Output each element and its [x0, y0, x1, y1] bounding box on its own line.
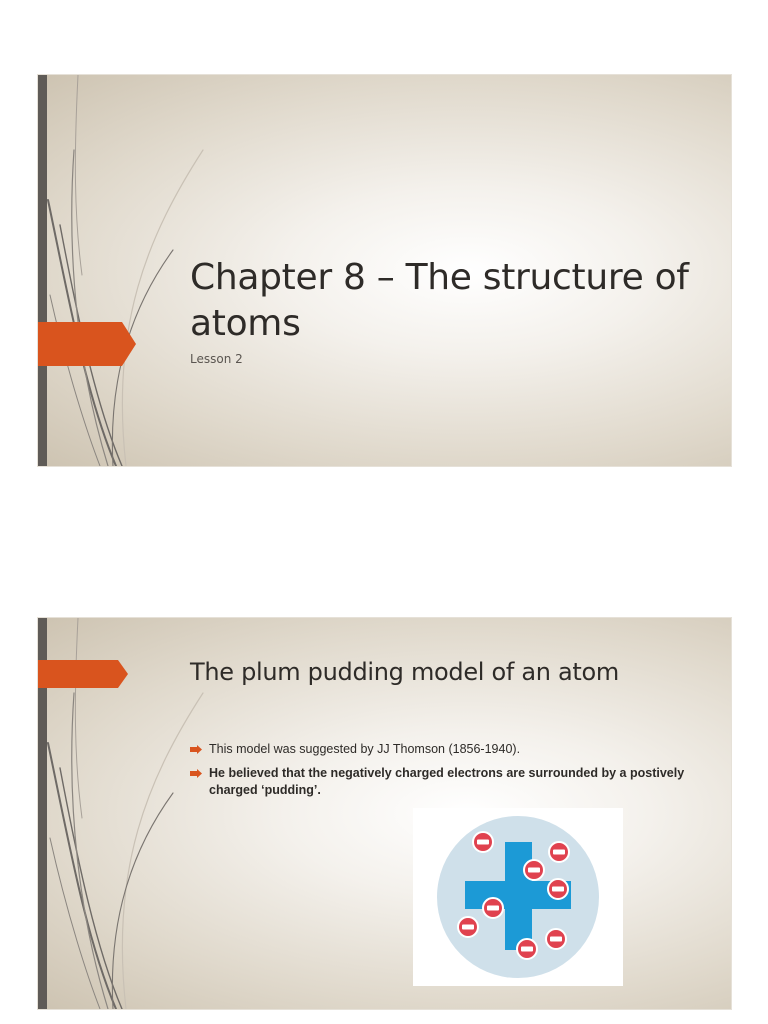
- plum-pudding-diagram: [413, 808, 623, 986]
- electron-minus-icon: [472, 831, 494, 853]
- bullet-text: He believed that the negatively charged …: [209, 766, 685, 797]
- slide-side-bar: [38, 618, 47, 1009]
- electron-minus-icon: [516, 938, 538, 960]
- electron-minus-icon: [523, 859, 545, 881]
- slide-subtitle: Lesson 2: [190, 352, 243, 366]
- bullet-list: This model was suggested by JJ Thomson (…: [190, 741, 710, 806]
- bullet-text: This model was suggested by JJ Thomson (…: [209, 742, 521, 756]
- electron-minus-icon: [547, 878, 569, 900]
- accent-arrow-tab: [38, 322, 136, 366]
- arrow-bullet-icon: [190, 769, 202, 778]
- slide-title: Chapter 8 – The structure of atoms: [190, 257, 689, 344]
- content-slide: The plum pudding model of an atom This m…: [38, 618, 731, 1009]
- title-slide: Chapter 8 – The structure of atoms Lesso…: [38, 75, 731, 466]
- arrow-bullet-icon: [190, 745, 202, 754]
- electron-minus-icon: [482, 897, 504, 919]
- accent-arrow-tab: [38, 660, 128, 688]
- slide-title: The plum pudding model of an atom: [190, 658, 619, 686]
- electron-minus-icon: [545, 928, 567, 950]
- decorative-swirl-lines: [47, 618, 204, 1009]
- list-item: He believed that the negatively charged …: [190, 765, 710, 799]
- electron-minus-icon: [548, 841, 570, 863]
- electron-minus-icon: [457, 916, 479, 938]
- list-item: This model was suggested by JJ Thomson (…: [190, 741, 710, 758]
- electrons-group: [457, 831, 570, 960]
- atom-model-image: [437, 816, 599, 978]
- slide-side-bar: [38, 75, 47, 466]
